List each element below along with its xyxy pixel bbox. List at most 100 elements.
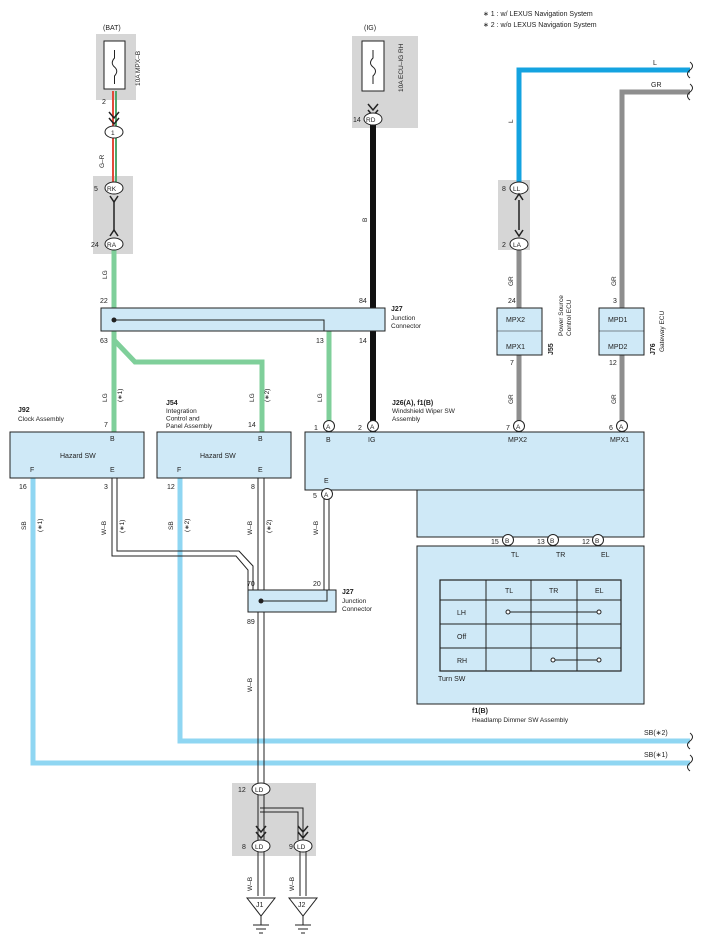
terminal-rd xyxy=(363,112,383,126)
fuse-bat-source: (BAT) xyxy=(103,25,121,32)
junction-top-pin-63: 63 xyxy=(100,338,108,345)
wiper-label-mpx2: MPX2 xyxy=(508,437,527,444)
integration-pin-12: 12 xyxy=(167,484,175,491)
ground-icon xyxy=(295,916,311,934)
fuse-bat: (BAT) 10A MPX–B 2 xyxy=(102,25,142,106)
connector-chevron-icon xyxy=(255,825,267,840)
clock-b: B xyxy=(110,436,115,443)
label-w-b-6: W–B xyxy=(289,877,296,891)
wiper-term-a2: A xyxy=(370,424,375,431)
wiper-term-a7: A xyxy=(516,424,521,431)
power-source-ecu: MPX2 MPX1 24 7 J55 Power SourceControl E… xyxy=(496,295,573,367)
junction-dot xyxy=(111,317,117,323)
label-l-continuation: L xyxy=(653,60,657,67)
wiper-pin-7: 7 xyxy=(506,425,510,432)
wire-lg-integration xyxy=(112,338,265,432)
wiper-label-e: E xyxy=(324,478,329,485)
ecu-power-pin-7: 7 xyxy=(510,360,514,367)
connector-chevron-icon xyxy=(108,111,120,126)
wire-sb-2 xyxy=(177,478,690,744)
ground-j2-label: J2 xyxy=(298,902,306,909)
label-w-b-2: W–B xyxy=(247,521,254,535)
continuity-node xyxy=(505,609,511,615)
integration-pin-14: 14 xyxy=(248,422,256,429)
clock-pin-7: 7 xyxy=(104,422,108,429)
label-w-b-5: W–B xyxy=(247,877,254,891)
connector-ll-la: 8 LL 2 LA xyxy=(502,181,529,251)
wire-w-b-group xyxy=(111,478,330,896)
ecu-gateway-pin-12: 12 xyxy=(609,360,617,367)
ld-right-label: LD xyxy=(297,844,306,851)
junction-top-pin-13: 13 xyxy=(316,338,324,345)
wiper-term-a1: A xyxy=(326,424,331,431)
rk-pin: 5 xyxy=(94,186,98,193)
label-note-wb-2: (∗2) xyxy=(266,520,273,533)
label-g-r: G–R xyxy=(99,154,106,168)
fuse-symbol-icon xyxy=(111,50,118,84)
terminal-ra xyxy=(104,237,124,251)
clock-assembly: J92 Clock Assembly 7 B Hazard SW F E 16 … xyxy=(9,407,145,491)
label-note-sb-1: (∗1) xyxy=(37,519,44,532)
ld-left-pin: 8 xyxy=(242,844,246,851)
wiper-pin-5: 5 xyxy=(313,493,317,500)
ecu-gateway-code: J76 xyxy=(650,343,657,355)
label-note-wb-1: (∗1) xyxy=(119,520,126,533)
table-row-lh: LH xyxy=(457,610,466,617)
label-b: B xyxy=(362,218,369,222)
table-col-el: EL xyxy=(595,588,604,595)
terminal-ld-right xyxy=(293,839,313,853)
wires xyxy=(30,67,690,896)
junction-top-pin-84: 84 xyxy=(359,298,367,305)
label-note-sb-2: (∗2) xyxy=(184,519,191,532)
legend-note-2: ∗ 2 : w/o LEXUS Navigation System xyxy=(483,22,597,29)
table-col-tl: TL xyxy=(505,588,513,595)
connector-rk-ra: 1 5 RK 24 RA xyxy=(91,111,124,251)
fuse-ig-name: 10A ECU–IG RH xyxy=(398,43,405,92)
la-pin: 2 xyxy=(502,242,506,249)
integration-pin-8: 8 xyxy=(251,484,255,491)
ground-j1: J1 xyxy=(245,897,277,934)
wiper-terminal-a1 xyxy=(323,420,335,432)
connector-chevron-icon xyxy=(514,192,524,238)
wiper-term-a6: A xyxy=(619,424,624,431)
gateway-ecu: MPD1 MPD2 3 12 J76 Gateway ECU xyxy=(598,298,666,367)
wiper-terminal-a2 xyxy=(367,420,379,432)
headlamp-pin-13: 13 xyxy=(537,539,545,546)
wire-break-marks xyxy=(687,61,693,772)
table-row-rh: RH xyxy=(457,658,467,665)
headlamp-label-tr: TR xyxy=(556,552,565,559)
wiper-pin-6: 6 xyxy=(609,425,613,432)
label-gr-1: GR xyxy=(508,276,515,286)
ecu-gateway-mpd1: MPD1 xyxy=(608,317,628,324)
ld-top-label: LD xyxy=(255,787,264,794)
wiper-terminal-a6 xyxy=(616,420,628,432)
ecu-gateway-box xyxy=(598,307,645,356)
terminal-rd-group: RD xyxy=(363,103,383,126)
wire-l xyxy=(516,67,690,186)
terminal-ld-left xyxy=(251,839,271,853)
fuse-bat-name: 10A MPX–B xyxy=(135,51,142,86)
headlamp-pin-15: 15 xyxy=(491,539,499,546)
clock-hazard-sw: Hazard SW xyxy=(60,453,96,460)
junction-bottom-pin-70: 70 xyxy=(247,581,255,588)
wiper-label-mpx1: MPX1 xyxy=(610,437,629,444)
clock-pin-3: 3 xyxy=(104,484,108,491)
table-col-tr: TR xyxy=(549,588,558,595)
la-label: LA xyxy=(513,242,522,249)
wiper-lower-box xyxy=(416,489,645,538)
ecu-gateway-mpd2: MPD2 xyxy=(608,344,628,351)
junction-bottom-pin-20: 20 xyxy=(313,581,321,588)
label-sb1-continuation: SB(∗1) xyxy=(644,752,668,759)
fuse-ig: (IG) 10A ECU–IG RH 14 xyxy=(353,25,405,124)
legend-note-1: ∗ 1 : w/ LEXUS Navigation System xyxy=(483,11,593,18)
label-w-b-4: W–B xyxy=(247,678,254,692)
label-lg-1: LG xyxy=(102,270,109,279)
headlamp-label-el: EL xyxy=(601,552,610,559)
wiper-pin-2: 2 xyxy=(358,425,362,432)
